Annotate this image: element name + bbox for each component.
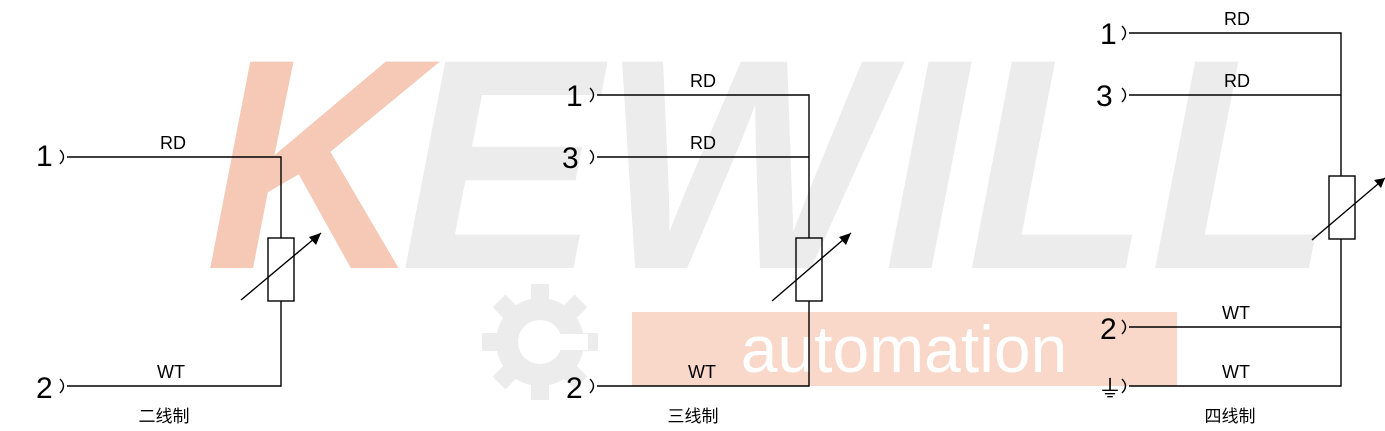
wire-red bbox=[597, 94, 810, 238]
variable-arrow-icon bbox=[771, 232, 852, 302]
watermark: K EWILL automation bbox=[205, 0, 1333, 400]
wire-label-rd: RD bbox=[1224, 71, 1250, 91]
wire-white bbox=[1129, 239, 1342, 387]
wire-label-wt: WT bbox=[688, 362, 716, 382]
terminal-3: 3 bbox=[562, 142, 579, 175]
diagram-caption: 四线制 bbox=[1205, 407, 1256, 427]
terminal-2: 2 bbox=[36, 372, 53, 405]
terminal-bracket bbox=[1121, 378, 1127, 394]
terminal-bracket bbox=[1121, 25, 1127, 41]
wire-label-rd: RD bbox=[1224, 9, 1250, 29]
arrow-head-icon bbox=[1374, 178, 1385, 188]
wire-label-rd: RD bbox=[690, 133, 716, 153]
diagram-two-wire: 1 RD 2 WT 二线制 bbox=[36, 133, 322, 427]
terminal-bracket bbox=[589, 378, 595, 394]
variable-arrow-icon bbox=[240, 232, 322, 301]
terminal-bracket bbox=[589, 87, 595, 103]
wire-label-wt: WT bbox=[157, 362, 185, 382]
wire-red bbox=[67, 156, 282, 238]
ground-icon: ⏚ bbox=[1098, 376, 1122, 403]
diagram-three-wire: 1 RD 3 RD 2 WT 三线制 bbox=[562, 71, 852, 427]
watermark-sub-box bbox=[632, 312, 1177, 386]
watermark-brand-first: K bbox=[205, 0, 444, 332]
watermark-sub-text: automation bbox=[741, 312, 1068, 386]
terminal-3: 3 bbox=[1096, 80, 1113, 113]
terminal-bracket bbox=[589, 149, 595, 165]
wire-label-wt: WT bbox=[1222, 303, 1250, 323]
terminal-bracket bbox=[59, 378, 65, 394]
terminal-2: 2 bbox=[566, 372, 583, 405]
wire-label-rd: RD bbox=[690, 71, 716, 91]
terminal-bracket bbox=[1121, 87, 1127, 103]
wire-red bbox=[1129, 32, 1342, 176]
wire-white bbox=[597, 301, 810, 387]
terminal-bracket bbox=[59, 149, 65, 165]
diagram-four-wire: 1 RD 3 RD 2 WT ⏚ WT 四线制 bbox=[1096, 9, 1385, 427]
terminal-1: 1 bbox=[1100, 18, 1117, 51]
diagram-caption: 二线制 bbox=[139, 407, 190, 427]
watermark-brand-rest: EWILL bbox=[400, 0, 1333, 332]
wire-label-wt: WT bbox=[1222, 362, 1250, 382]
diagram-caption: 三线制 bbox=[668, 407, 719, 427]
terminal-1: 1 bbox=[36, 140, 53, 173]
gear-icon bbox=[482, 284, 598, 400]
wire-label-rd: RD bbox=[160, 133, 186, 153]
arrow-head-icon bbox=[839, 233, 851, 245]
arrow-head-icon bbox=[309, 233, 321, 245]
terminal-bracket bbox=[1121, 319, 1127, 335]
variable-arrow-icon bbox=[1311, 177, 1385, 241]
wire-white bbox=[67, 301, 282, 387]
terminal-1: 1 bbox=[566, 80, 583, 113]
rtd-resistor bbox=[1328, 175, 1356, 240]
terminal-2: 2 bbox=[1100, 313, 1117, 346]
